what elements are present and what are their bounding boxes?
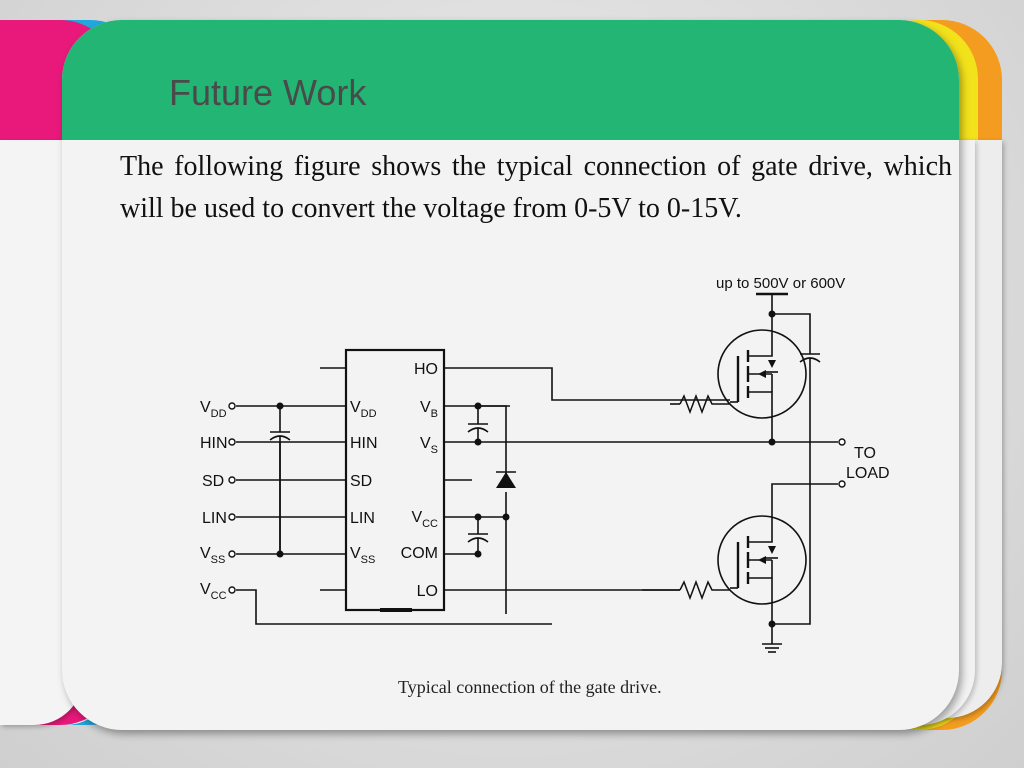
input-label-hin: HIN <box>200 435 228 452</box>
ic-pin-vcc: VCC <box>411 509 438 530</box>
ic-pin-vss: VSS <box>350 545 375 566</box>
ic-pin-sd: SD <box>350 473 372 490</box>
gate-drive-diagram: VDD HIN SD LIN VSS VCC VDD HIN SD LIN VS… <box>200 275 890 653</box>
load-label-to: TO <box>854 445 876 462</box>
input-label-sd: SD <box>202 473 224 490</box>
ic-pin-vdd: VDD <box>350 399 377 420</box>
ic-pin-hin: HIN <box>350 435 378 452</box>
slide-header: Future Work <box>62 20 959 140</box>
ic-pin-lo: LO <box>417 583 438 600</box>
slide-title: Future Work <box>169 72 367 113</box>
ic-pin-vb: VB <box>420 399 438 420</box>
input-label-vss: VSS <box>200 545 225 566</box>
input-label-vcc: VCC <box>200 581 227 602</box>
ic-pin-com: COM <box>401 545 438 562</box>
input-label-lin: LIN <box>202 510 227 527</box>
ic-pin-ho: HO <box>414 361 438 378</box>
ic-pin-vs: VS <box>420 435 438 456</box>
load-label-load: LOAD <box>846 465 890 482</box>
supply-label: up to 500V or 600V <box>716 275 845 292</box>
input-label-vdd: VDD <box>200 399 227 420</box>
figure-caption: Typical connection of the gate drive. <box>398 677 662 697</box>
ic-pin-lin: LIN <box>350 510 375 527</box>
slide-body-text: The following figure shows the typical c… <box>120 151 952 224</box>
